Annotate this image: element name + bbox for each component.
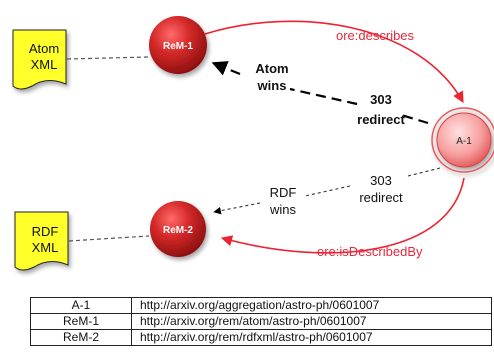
- redirect-bold-line1: 303: [370, 92, 392, 107]
- rem1-label: ReM-1: [163, 41, 193, 52]
- atom-xml-document: [12, 29, 67, 90]
- is-described-by-label: ore:isDescribedBy: [317, 244, 423, 259]
- rdf-wins-line2: wins: [269, 202, 297, 217]
- is-described-by-arc: [220, 177, 465, 254]
- rdf-doc-link: [68, 235, 150, 242]
- uri-legend-table: A-1 http://arxiv.org/aggregation/astro-p…: [30, 297, 492, 346]
- rem2-label: ReM-2: [163, 225, 193, 236]
- legend-key: ReM-2: [30, 329, 132, 346]
- rdf-redirect-arrow: [214, 167, 441, 212]
- legend-row: ReM-2 http://arxiv.org/rem/rdfxml/astro-…: [30, 329, 492, 346]
- legend-row: A-1 http://arxiv.org/aggregation/astro-p…: [30, 297, 492, 314]
- legend-uri: http://arxiv.org/aggregation/astro-ph/06…: [131, 297, 492, 314]
- redirect-bold-line2: redirect: [357, 112, 405, 127]
- atom-wins-line2: wins: [257, 78, 287, 93]
- rdf-xml-document: [14, 211, 69, 271]
- legend-key: ReM-1: [30, 313, 132, 330]
- a1-node: [431, 107, 494, 173]
- atom-doc-link: [66, 56, 149, 60]
- rdf-doc-label-line2: XML: [32, 240, 59, 255]
- rdf-wins-line1: RDF: [270, 185, 297, 200]
- legend-key: A-1: [30, 297, 132, 314]
- describes-label: ore:describes: [336, 28, 415, 43]
- redirect-plain-line1: 303: [370, 173, 392, 188]
- atom-doc-label-line1: Atom: [29, 41, 59, 56]
- atom-doc-label-line2: XML: [31, 57, 58, 72]
- rem2-node: [150, 201, 206, 257]
- legend-row: ReM-1 http://arxiv.org/rem/atom/astro-ph…: [30, 313, 492, 330]
- legend-uri: http://arxiv.org/rem/rdfxml/astro-ph/060…: [131, 329, 492, 346]
- atom-redirect-arrow: [213, 63, 429, 125]
- a1-label: A-1: [456, 136, 472, 147]
- rem1-node: [149, 16, 207, 74]
- redirect-plain-line2: redirect: [359, 190, 403, 205]
- diagram-canvas: Atom XML RDF XML ReM-1 ReM-2 A-1 ore:des…: [12, 16, 494, 271]
- atom-wins-line1: Atom: [255, 61, 288, 76]
- rdf-doc-label-line1: RDF: [32, 224, 59, 239]
- describes-arc: [204, 20, 464, 103]
- legend-uri: http://arxiv.org/rem/atom/astro-ph/06010…: [131, 313, 492, 330]
